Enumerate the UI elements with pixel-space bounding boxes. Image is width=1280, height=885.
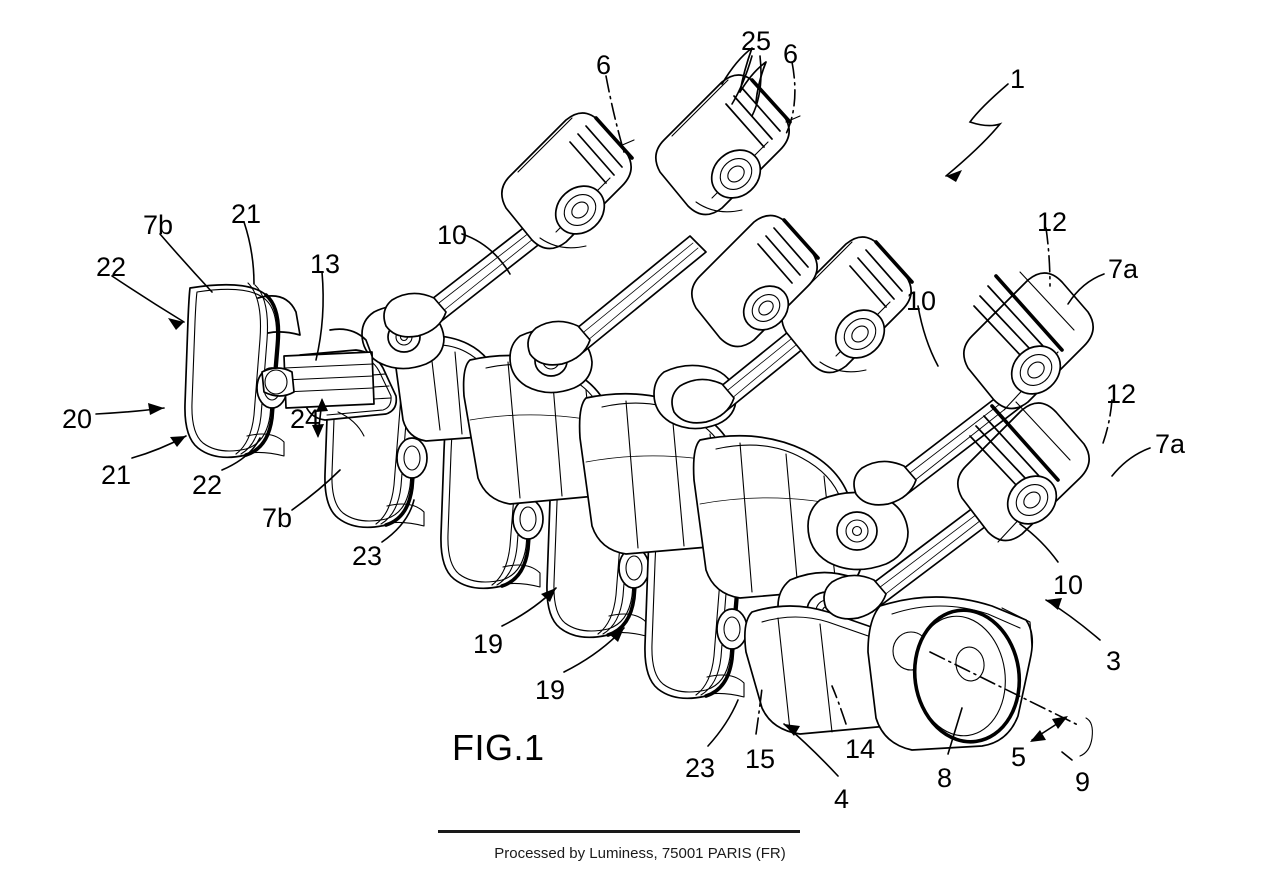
- callout-4: 4: [834, 784, 850, 814]
- piston-r0: [691, 214, 820, 348]
- connecting-rod-r1: [853, 389, 1023, 506]
- piston-3: [781, 236, 914, 374]
- callout-12-top: 12: [1037, 207, 1068, 237]
- callout-19-bottom: 19: [535, 675, 566, 705]
- left-bank-pistons: [383, 47, 914, 424]
- callout-22-bottom: 22: [192, 470, 223, 500]
- connecting-rod-1: [383, 214, 557, 338]
- right-bank-pistons: [691, 214, 1094, 620]
- callout-1: 1: [1010, 64, 1026, 94]
- leader-lines: [95, 55, 1151, 777]
- callout-7a-bottom: 7a: [1155, 429, 1186, 459]
- callout-6-left: 6: [596, 50, 612, 80]
- callout-13: 13: [310, 249, 341, 279]
- footer-text: Processed by Luminess, 75001 PARIS (FR): [494, 845, 786, 862]
- callout-19-top: 19: [473, 629, 504, 659]
- callout-7b-bottom: 7b: [262, 503, 293, 533]
- piston-2: [655, 47, 792, 216]
- footer-divider: [438, 830, 800, 833]
- figure-label: FIG.1: [452, 727, 545, 768]
- callout-21-bottom: 21: [101, 460, 132, 490]
- callout-10-right: 10: [906, 286, 937, 316]
- callout-6-right: 6: [783, 39, 799, 69]
- connecting-rod-2: [527, 235, 707, 366]
- balance-shaft-linkage: [261, 328, 375, 437]
- piston-1: [501, 112, 634, 250]
- callout-24: 24: [290, 404, 321, 434]
- callout-7b-top: 7b: [143, 210, 174, 240]
- piston-r2: [957, 401, 1090, 543]
- callout-10-low: 10: [1053, 570, 1084, 600]
- callout-8: 8: [937, 763, 953, 793]
- callout-3: 3: [1106, 646, 1122, 676]
- callout-22-top: 22: [96, 252, 127, 282]
- callout-7a-top: 7a: [1108, 254, 1139, 284]
- callout-14: 14: [845, 734, 876, 764]
- callout-15: 15: [745, 744, 776, 774]
- callout-12-bottom: 12: [1106, 379, 1137, 409]
- callout-23-bottom: 23: [685, 753, 716, 783]
- piston-r1: [963, 271, 1094, 411]
- callout-20: 20: [62, 404, 93, 434]
- callout-21-top: 21: [231, 199, 262, 229]
- callout-9: 9: [1075, 767, 1091, 797]
- output-hub: [867, 596, 1034, 751]
- callout-5: 5: [1011, 742, 1027, 772]
- callout-23-top: 23: [352, 541, 383, 571]
- callout-10-left: 10: [437, 220, 468, 250]
- callout-25: 25: [741, 26, 772, 56]
